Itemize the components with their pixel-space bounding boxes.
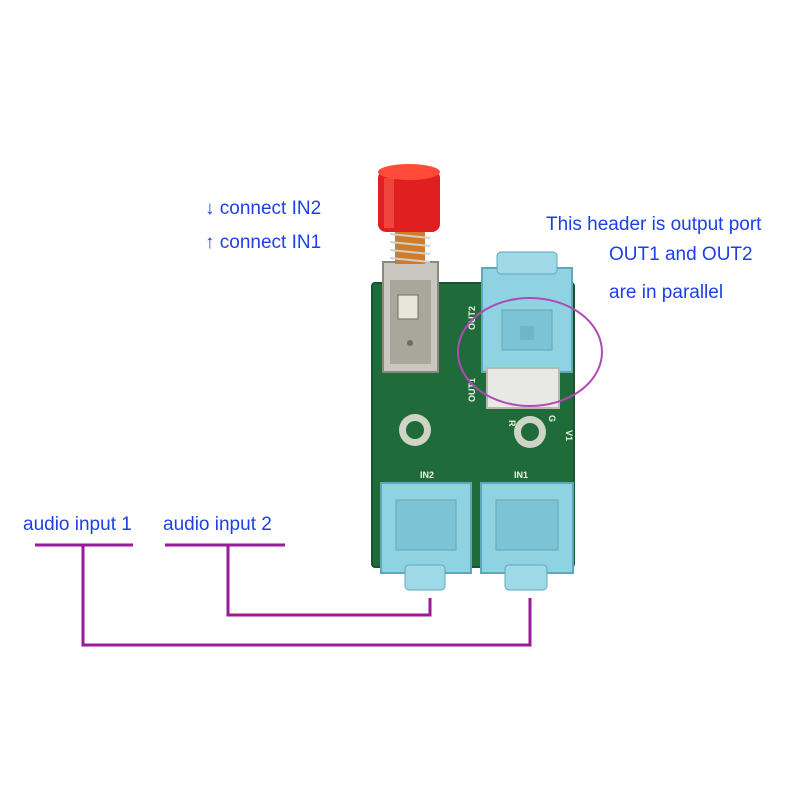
label-g: G xyxy=(547,415,557,422)
label-r: R xyxy=(507,420,517,427)
audio-input-2-label: audio input 2 xyxy=(163,514,272,535)
audio-input-1-label: audio input 1 xyxy=(23,514,132,535)
connect-in2-label: ↓ connect IN2 xyxy=(205,198,322,219)
label-in1: IN1 xyxy=(514,470,528,480)
label-in2: IN2 xyxy=(420,470,434,480)
jack-out2 xyxy=(481,251,573,373)
connect-in1-label: ↑ connect IN1 xyxy=(205,232,322,253)
label-out2: OUT2 xyxy=(467,306,477,330)
header-note-line3: are in parallel xyxy=(609,282,724,303)
label-v1: V1 xyxy=(564,430,574,441)
jack-in2 xyxy=(380,482,472,591)
out1-header xyxy=(486,367,560,409)
connection-wires xyxy=(35,543,532,647)
push-switch xyxy=(378,164,440,373)
highlight-circle xyxy=(457,297,603,407)
jack-in1 xyxy=(480,482,574,591)
header-note-line1: This header is output port xyxy=(546,214,762,235)
label-out1: OUT1 xyxy=(467,378,477,402)
wire-input-2 xyxy=(226,545,432,617)
wire-input-1 xyxy=(81,545,532,647)
header-note-line2: OUT1 and OUT2 xyxy=(609,244,753,265)
